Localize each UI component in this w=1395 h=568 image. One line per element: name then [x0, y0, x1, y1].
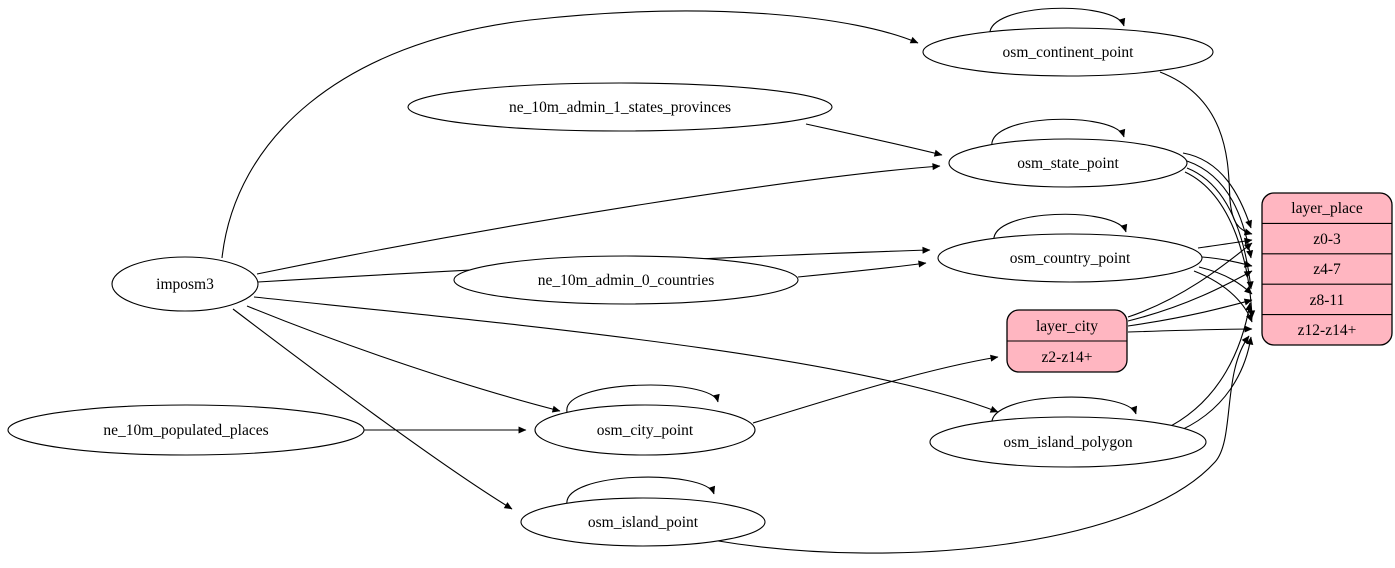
edge-imposm3-osm_island_polygon — [253, 296, 999, 413]
node-osm_island_point-label: osm_island_point — [588, 514, 699, 531]
edge-osm_island_polygon-self-loop — [991, 396, 1138, 426]
edge-osm_country_point-layer_place-z8-11 — [1198, 266, 1253, 295]
node-osm_state_point-label: osm_state_point — [1017, 155, 1119, 172]
edge-osm_country_point-layer_place-z0-3 — [1197, 237, 1253, 249]
node-layer_place-shape — [1261, 192, 1393, 346]
node-osm_city_point: osm_city_point — [534, 404, 756, 456]
node-osm_state_point-shape — [948, 138, 1188, 188]
edge-layer_city-layer_place-z8-11 — [1127, 298, 1253, 327]
edge-imposm3-osm_island_point — [232, 308, 513, 510]
edge-ne_10m_admin_1_states_provinces-osm_state_point — [805, 123, 943, 157]
node-osm_city_point-shape — [534, 404, 756, 456]
node-osm_city_point-label: osm_city_point — [597, 422, 694, 439]
node-osm_island_polygon-label: osm_island_polygon — [1003, 434, 1132, 451]
edge-layer — [221, 7, 1256, 554]
node-osm_country_point-label: osm_country_point — [1010, 250, 1131, 267]
edge-osm_continent_point-self-loop — [989, 7, 1126, 37]
edge-layer_city-layer_place-z12-z14 — [1127, 325, 1253, 333]
edge-osm_island_point-self-loop — [566, 476, 716, 506]
node-osm_continent_point-shape — [922, 27, 1214, 77]
node-imposm3-shape — [111, 256, 259, 312]
node-osm_island_polygon-shape — [929, 416, 1207, 468]
node-layer_city: layer_city z2-z14+ — [1006, 309, 1128, 373]
node-ne_10m_admin_0_countries-shape — [453, 255, 799, 305]
edge-layer_city-layer_place-z0-3 — [1127, 242, 1253, 318]
edge-osm_state_point-layer_place-z0-3 — [1182, 152, 1252, 229]
edge-osm_state_point-layer_place-z4-7 — [1186, 160, 1254, 259]
layer_place-row-z4-7: z4-7 — [1313, 261, 1341, 278]
layer_place-title: layer_place — [1291, 200, 1363, 217]
node-layer_place: layer_place z0-3 z4-7 z8-11 z12-z14+ — [1261, 192, 1393, 346]
layer_city-title: layer_city — [1036, 318, 1098, 335]
node-osm_continent_point: osm_continent_point — [922, 27, 1214, 77]
node-ne_10m_populated_places-label: ne_10m_populated_places — [103, 422, 268, 439]
node-ne_10m_admin_0_countries-label: ne_10m_admin_0_countries — [538, 272, 715, 289]
node-ne_10m_admin_1_states_provinces: ne_10m_admin_1_states_provinces — [407, 82, 833, 132]
edge-imposm3-osm_state_point — [256, 163, 941, 275]
layer_city-row-z2-z14: z2-z14+ — [1042, 349, 1093, 366]
layer_place-row-z12-z14: z12-z14+ — [1298, 322, 1357, 339]
node-osm_country_point: osm_country_point — [937, 233, 1203, 283]
node-osm_state_point: osm_state_point — [948, 138, 1188, 188]
edge-osm_island_polygon-layer_place-z8-11 — [1162, 302, 1253, 431]
edge-osm_continent_point-layer_place-z0-3 — [1159, 71, 1253, 236]
layer_place-row-z0-3: z0-3 — [1313, 231, 1341, 248]
layer_place-row-z8-11: z8-11 — [1310, 292, 1345, 309]
edge-imposm3-osm_city_point — [246, 305, 561, 413]
edge-ne_10m_admin_0_countries-osm_country_point — [797, 260, 927, 278]
edge-osm_city_point-self-loop — [566, 384, 720, 413]
edge-imposm3-osm_continent_point — [221, 10, 919, 259]
edge-layer_city-layer_place-z4-7 — [1127, 270, 1253, 322]
node-osm_island_point-shape — [520, 497, 766, 547]
node-ne_10m_admin_1_states_provinces-label: ne_10m_admin_1_states_provinces — [509, 99, 731, 116]
edge-osm_state_point-self-loop — [991, 118, 1126, 148]
node-osm_island_point: osm_island_point — [520, 497, 766, 547]
edge-osm_city_point-layer_city-z2-z14 — [752, 354, 999, 424]
node-osm_island_polygon: osm_island_polygon — [929, 416, 1207, 468]
node-ne_10m_populated_places-shape — [7, 404, 365, 456]
node-ne_10m_admin_1_states_provinces-shape — [407, 82, 833, 132]
edge-osm_island_point-layer_place-z12-z14 — [711, 335, 1250, 554]
node-imposm3: imposm3 — [111, 256, 259, 312]
node-ne_10m_populated_places: ne_10m_populated_places — [7, 404, 365, 456]
node-imposm3-label: imposm3 — [156, 276, 214, 293]
node-ne_10m_admin_0_countries: ne_10m_admin_0_countries — [453, 255, 799, 305]
node-osm_country_point-shape — [937, 233, 1203, 283]
edge-osm_country_point-self-loop — [993, 213, 1128, 243]
edge-osm_island_polygon-layer_place-z12-z14 — [1171, 336, 1254, 435]
edge-osm_country_point-layer_place-z4-7 — [1201, 256, 1253, 268]
node-osm_continent_point-label: osm_continent_point — [1003, 44, 1135, 61]
edge-osm_country_point-layer_place-z12-z14 — [1193, 270, 1253, 323]
